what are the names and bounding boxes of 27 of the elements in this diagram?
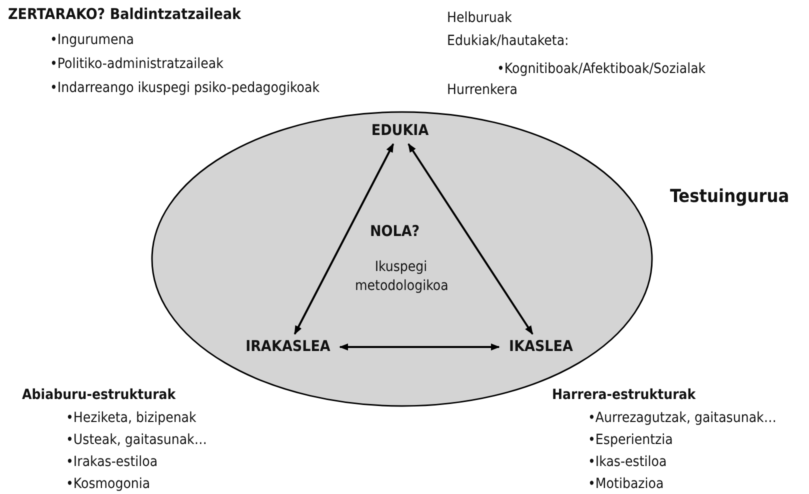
list-item: •Usteak, gaitasunak… — [66, 432, 207, 449]
double-headed-arrow — [339, 343, 500, 351]
list-item: •Politiko-administratzaileak — [50, 56, 224, 73]
list-item: •Kognitiboak/Afektiboak/Sozialak — [497, 61, 706, 78]
list-item: •Heziketa, bizipenak — [66, 410, 196, 427]
list-item: •Motibazioa — [588, 476, 664, 493]
group-heading: Harrera-estrukturak — [552, 387, 696, 404]
list-item: •Irakas-estiloa — [66, 454, 158, 471]
node-label: EDUKIA — [368, 122, 432, 140]
node-label: IKASLEA — [503, 338, 579, 356]
double-headed-arrow — [408, 143, 534, 335]
list-item: •Aurrezagutzak, gaitasunak… — [588, 410, 776, 427]
list-item: •Esperientzia — [588, 432, 673, 449]
group-heading: Abiaburu-estrukturak — [22, 387, 176, 404]
center-text: Ikuspegi metodologikoa — [355, 258, 447, 296]
context-heading: Testuingurua — [670, 186, 790, 208]
list-item: •Ingurumena — [50, 32, 134, 49]
list-item: Hurrenkera — [447, 82, 518, 99]
list-item: Helburuak — [447, 10, 512, 27]
list-item: •Kosmogonia — [66, 476, 150, 493]
node-label: IRAKASLEA — [240, 338, 336, 356]
center-heading: NOLA? — [370, 223, 420, 240]
list-item: •Indarreango ikuspegi psiko-pedagogikoak — [50, 80, 320, 97]
list-item: •Ikas-estiloa — [588, 454, 667, 471]
list-item: Edukiak/hautaketa: — [447, 33, 569, 50]
double-headed-arrow — [294, 143, 394, 335]
group-heading: ZERTARAKO? Baldintzatzaileak — [8, 6, 242, 23]
